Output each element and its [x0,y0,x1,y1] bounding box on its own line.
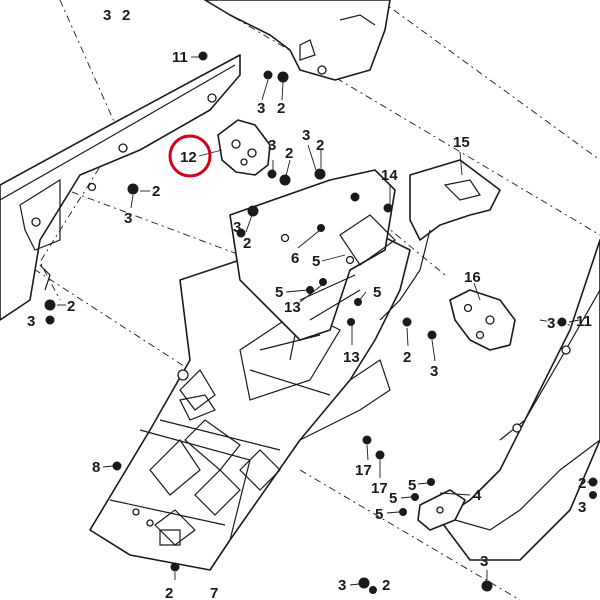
callout-label: 3 [547,315,555,332]
callout-label: 3 [338,577,346,594]
callout-label: 2 [67,298,75,315]
callout-label: 14 [381,167,398,184]
callout-label: 13 [343,349,360,366]
callout-label: 5 [408,477,416,494]
callout-label: 3 [233,219,241,236]
callout-label: 2 [165,585,173,600]
callout-label: 17 [371,480,388,497]
callout-label: 3 [480,553,488,570]
callout-label: 3 [578,499,586,516]
upper-frame-part [204,0,391,81]
callout-label: 3 [27,313,35,330]
callout-label: 2 [277,100,285,117]
callout-label: 5 [375,506,383,523]
callout-label: 3 [257,100,265,117]
callout-label: 2 [152,183,160,200]
callout-label: 3 [302,127,310,144]
rear-stay-15 [379,159,501,321]
callout-label-12: 12 [180,149,197,166]
callout-label: 3 [268,137,276,154]
callout-label: 17 [355,462,372,479]
right-side-cover [439,239,600,561]
callout-label: 2 [243,235,251,252]
highlight-circle [168,134,212,178]
left-side-cover [0,54,241,321]
callout-label: 5 [275,284,283,301]
callout-label: 2 [316,137,324,154]
callout-label: 4 [473,487,482,504]
bracket-16 [449,289,516,351]
fasteners [44,51,598,594]
callout-label: 16 [464,269,481,286]
callout-label: 3 [124,210,132,227]
rear-frame-bracket [229,169,396,341]
callout-label: 15 [453,134,470,151]
clip-4 [417,489,466,531]
callout-label: 2 [285,145,293,162]
callout-label: 11 [172,49,188,66]
callout-label: 5 [373,284,381,301]
callout-labels: 3 2 11 3 2 12 3 2 3 2 15 2 3 14 3 2 6 5 … [27,7,592,600]
callout-label: 13 [284,299,301,316]
callout-label: 2 [403,349,411,366]
callout-label: 2 [122,7,130,24]
callout-label: 5 [389,490,397,507]
callout-label: 6 [291,250,299,267]
callout-label: 5 [312,253,320,270]
callout-label: 11 [576,313,592,330]
callout-label: 2 [382,577,390,594]
bracket-12 [217,119,271,176]
callout-label: 8 [92,459,100,476]
callout-label: 3 [103,7,111,24]
callout-label: 2 [578,475,586,492]
callout-label: 7 [210,585,218,600]
callout-label: 3 [430,363,438,380]
